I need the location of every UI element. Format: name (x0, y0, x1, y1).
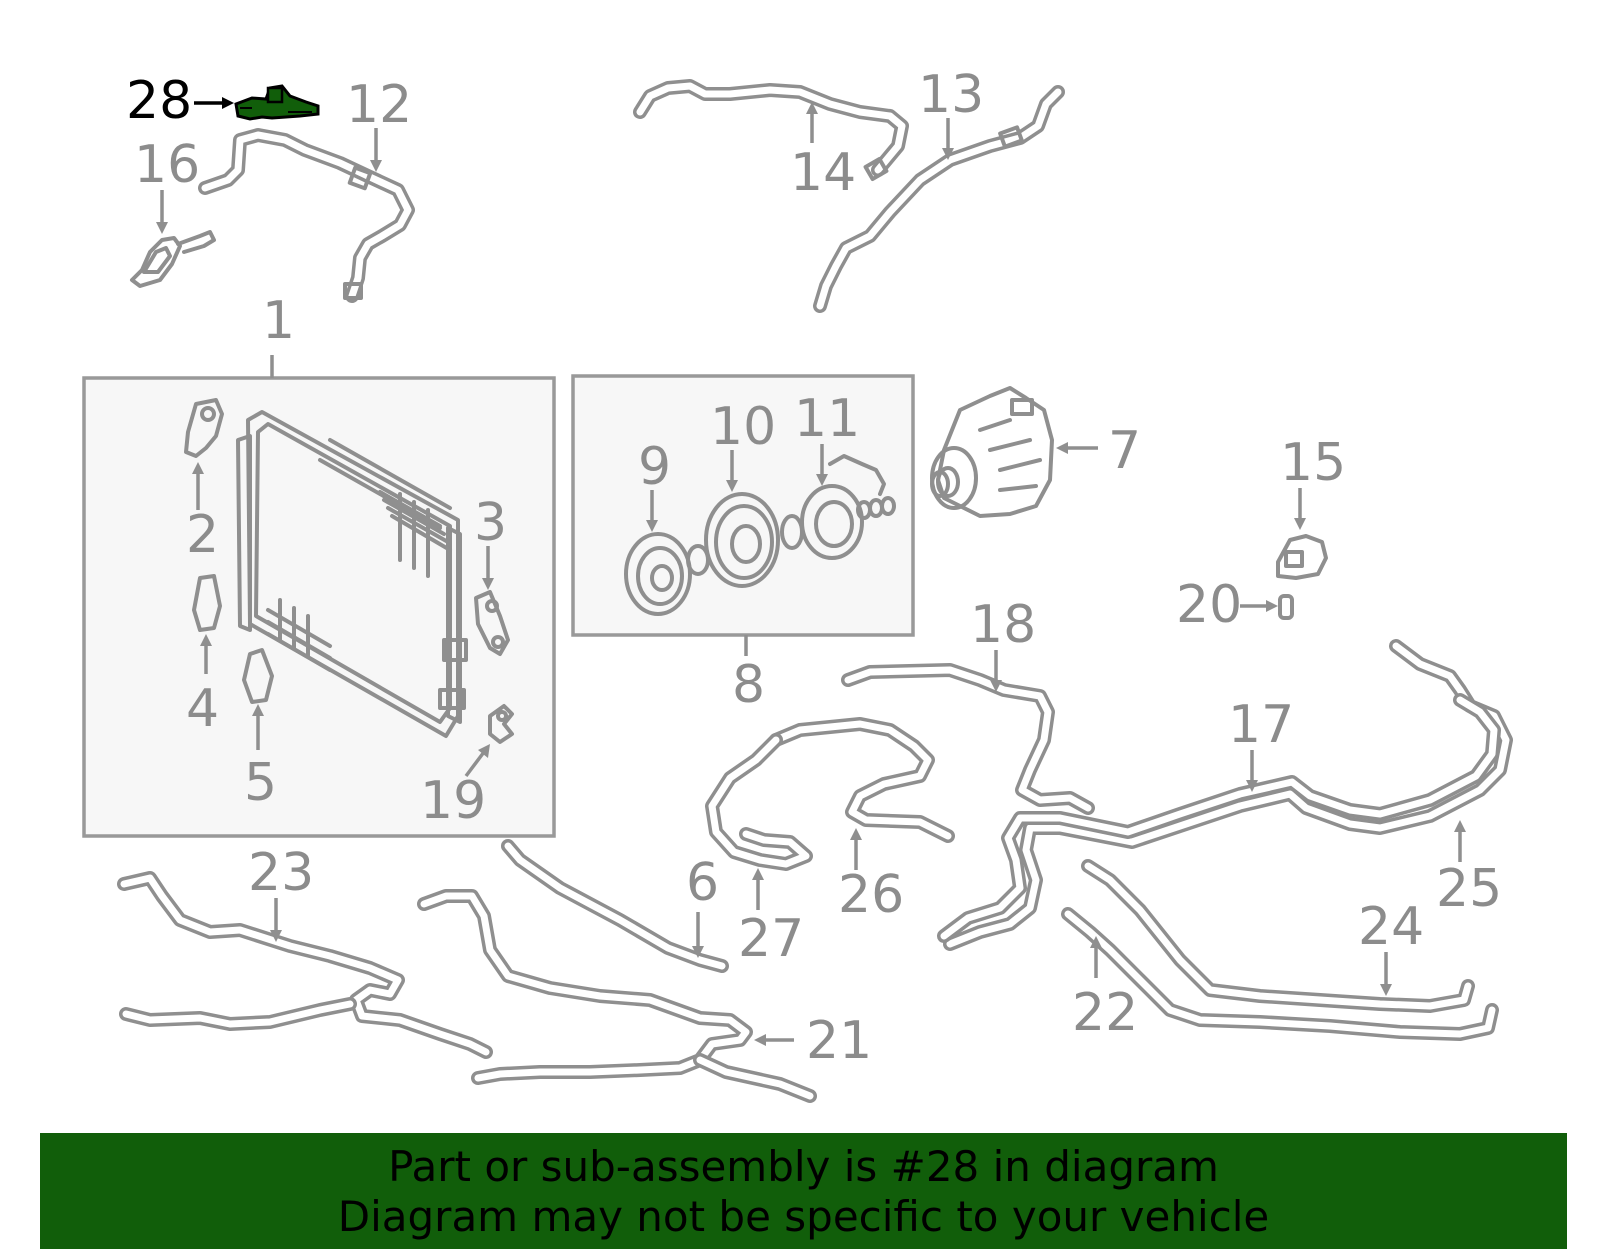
callout-14: 14 (790, 143, 856, 203)
part-27-hose[interactable] (705, 733, 813, 871)
part-10-pulley[interactable] (704, 492, 780, 588)
part-12-hose[interactable] (198, 128, 415, 303)
callout-1: 1 (262, 291, 295, 351)
callout-11: 11 (794, 389, 860, 449)
part-25-tube[interactable] (937, 693, 1501, 943)
footer-banner: Part or sub-assembly is #28 in diagram D… (40, 1133, 1567, 1249)
callout-2: 2 (186, 505, 219, 565)
callout-23: 23 (248, 843, 314, 903)
callout-25: 25 (1436, 859, 1502, 919)
callout-27: 27 (738, 909, 804, 969)
callout-18: 18 (970, 595, 1036, 655)
arrow-28 (222, 97, 234, 109)
part-5-bracket[interactable] (242, 648, 274, 704)
part-1-condenser[interactable] (236, 410, 468, 738)
condenser-assembly-box (82, 376, 556, 838)
part-20-oring[interactable] (1278, 594, 1294, 620)
part-24-tube[interactable] (1081, 859, 1475, 1013)
part-7-compressor[interactable] (930, 386, 1054, 518)
part-2-bracket[interactable] (184, 398, 224, 458)
part-9-pressure-plate[interactable] (624, 532, 692, 616)
part-15-switch[interactable] (1276, 534, 1328, 580)
callout-20: 20 (1176, 575, 1242, 635)
callout-24: 24 (1358, 897, 1424, 957)
part-14-hose[interactable] (633, 79, 909, 182)
callout-8: 8 (732, 655, 765, 715)
part-21-tube[interactable] (417, 889, 817, 1103)
callout-17: 17 (1228, 695, 1294, 755)
callout-10: 10 (710, 397, 776, 457)
callout-16: 16 (134, 135, 200, 195)
callout-26: 26 (838, 865, 904, 925)
part-28-fitting[interactable] (234, 84, 320, 121)
part-18-tube[interactable] (841, 663, 1095, 815)
callout-21: 21 (806, 1011, 872, 1071)
part-6-tube[interactable] (501, 839, 729, 973)
callout-13: 13 (918, 65, 984, 125)
part-23-tube[interactable] (117, 871, 493, 1059)
part-26-hose[interactable] (769, 717, 955, 843)
footer-line-2: Diagram may not be specific to your vehi… (337, 1192, 1270, 1241)
part-19-clip[interactable] (488, 704, 514, 744)
callout-9: 9 (638, 437, 671, 497)
callout-3: 3 (474, 493, 507, 553)
part-22-tube[interactable] (1061, 907, 1499, 1041)
callout-28: 28 (126, 71, 192, 131)
callout-19: 19 (420, 771, 486, 831)
part-11-field-coil[interactable] (800, 454, 896, 560)
callout-12: 12 (346, 75, 412, 135)
callout-15: 15 (1280, 433, 1346, 493)
part-4-bracket[interactable] (192, 574, 222, 632)
callout-7: 7 (1108, 421, 1141, 481)
part-3-bracket[interactable] (474, 590, 510, 656)
footer-line-1: Part or sub-assembly is #28 in diagram (388, 1142, 1219, 1191)
part-16-bracket[interactable] (130, 230, 216, 288)
part-13-hose[interactable] (813, 85, 1065, 313)
callout-6: 6 (686, 853, 719, 913)
callout-5: 5 (244, 753, 277, 813)
callout-4: 4 (186, 679, 219, 739)
callout-22: 22 (1072, 983, 1138, 1043)
